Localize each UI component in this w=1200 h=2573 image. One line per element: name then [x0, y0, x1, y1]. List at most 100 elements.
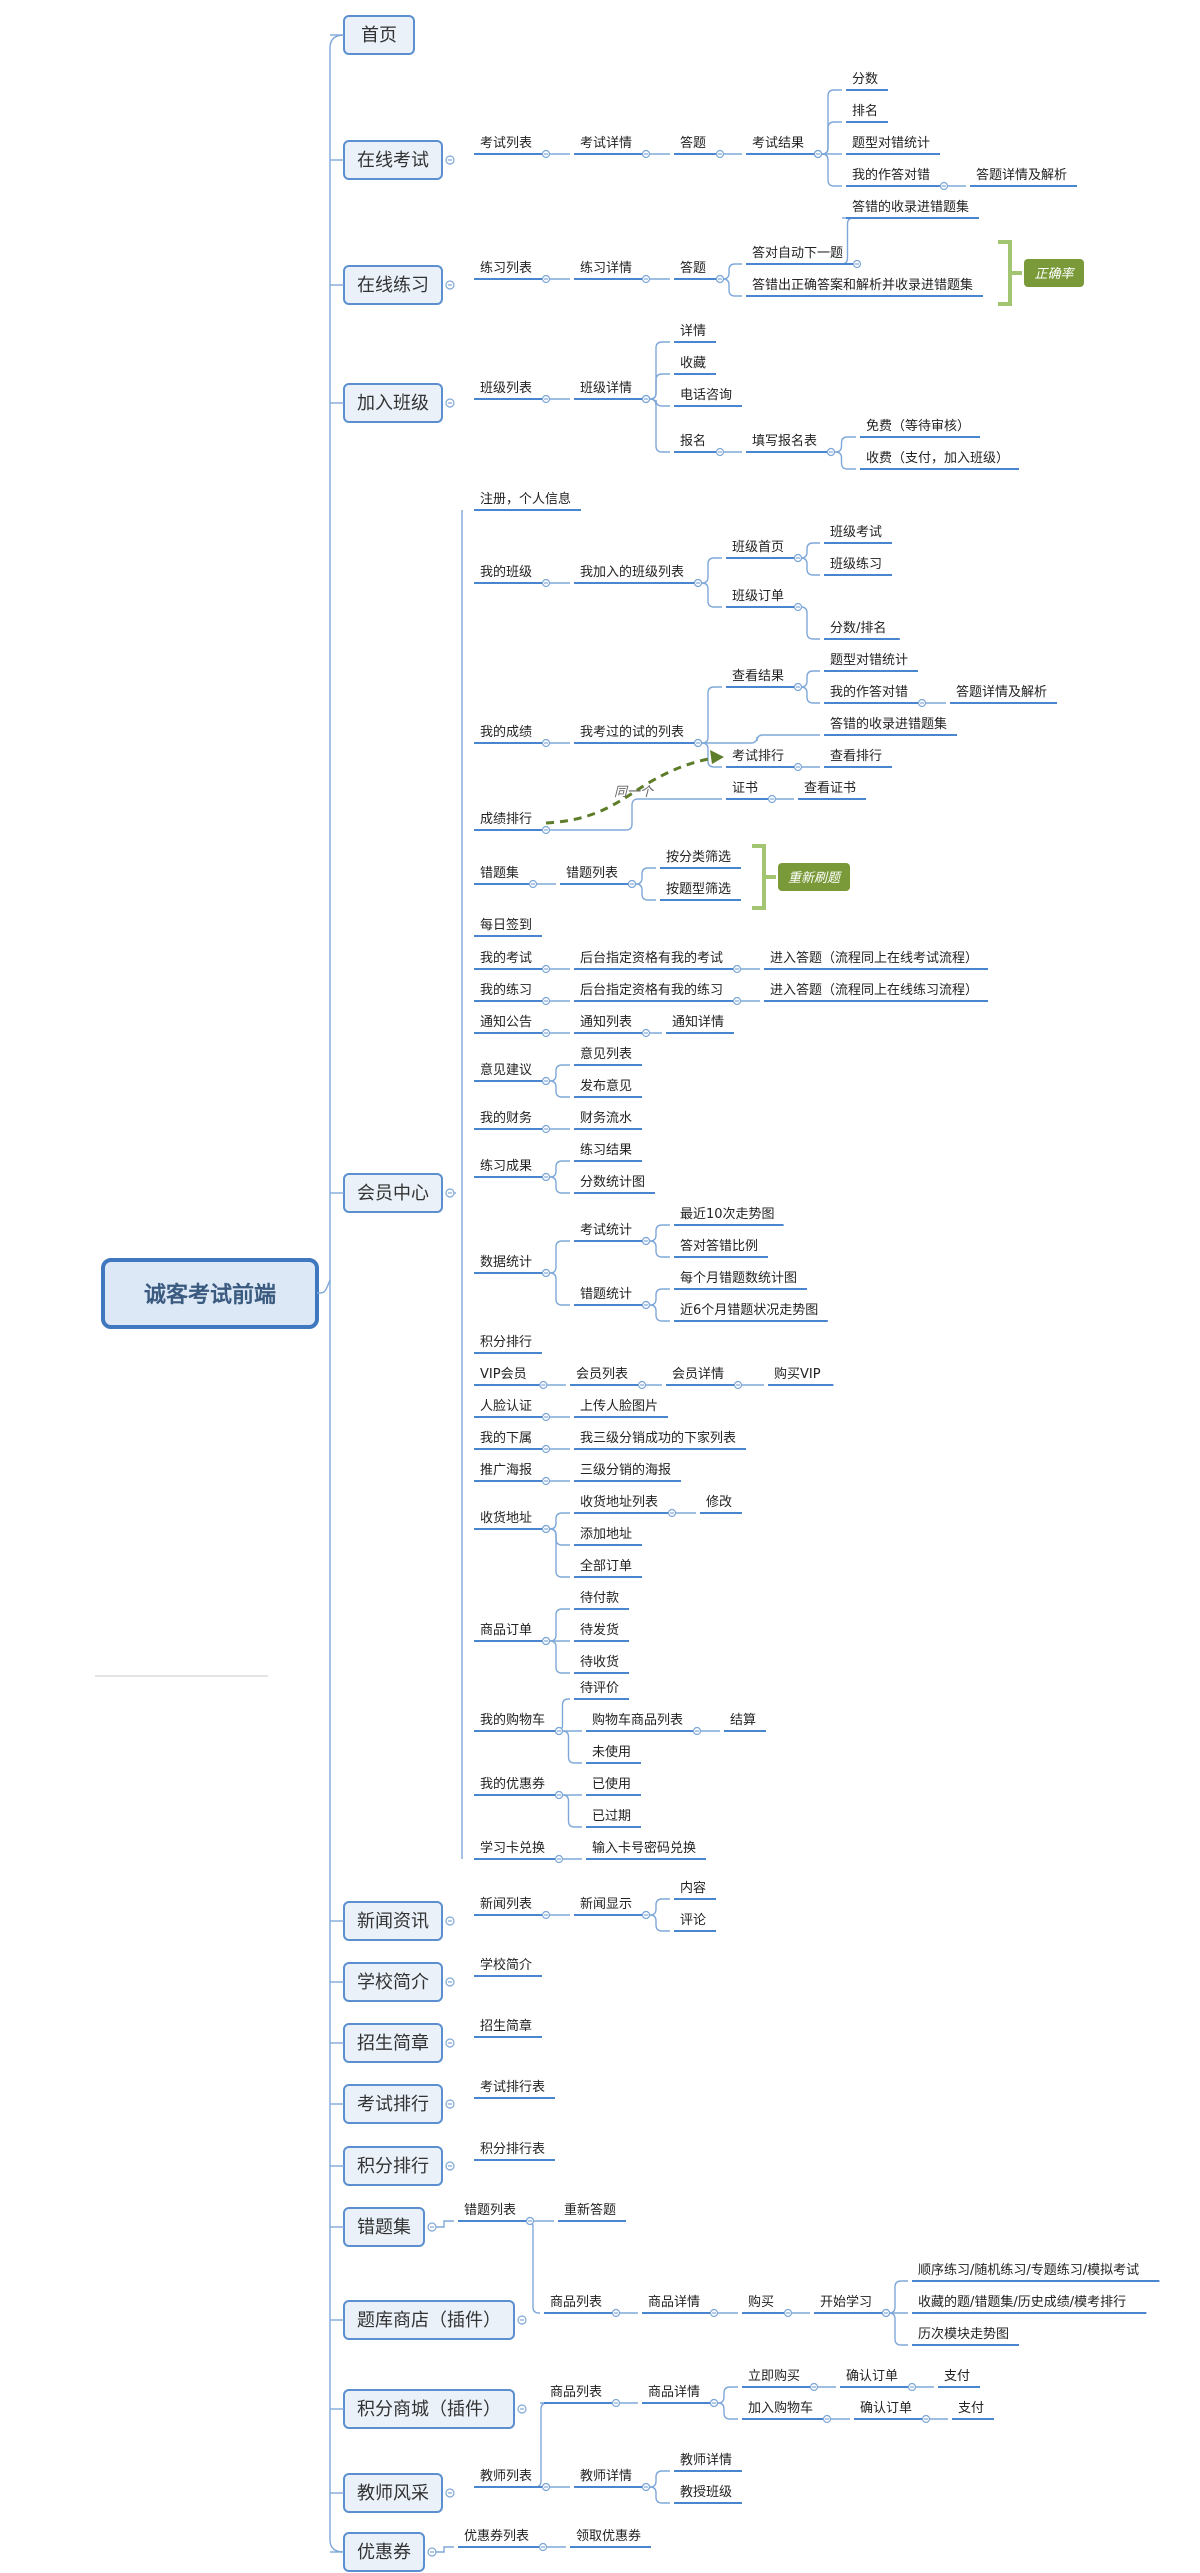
collapse-toggle-icon[interactable]: [641, 1236, 651, 1246]
mindmap-node[interactable]: 我的练习: [480, 982, 532, 998]
mindmap-node[interactable]: 新闻列表: [480, 1896, 532, 1912]
mindmap-node[interactable]: 填写报名表: [752, 433, 817, 449]
mindmap-node[interactable]: 商品列表: [550, 2385, 602, 2400]
mindmap-node[interactable]: 通知公告: [480, 1014, 532, 1030]
collapse-toggle-icon[interactable]: [709, 2398, 719, 2408]
collapse-toggle-icon[interactable]: [541, 1636, 551, 1646]
collapse-toggle-icon[interactable]: [541, 149, 551, 159]
main-branch-1[interactable]: 在线考试: [343, 140, 443, 180]
main-branch-9[interactable]: 积分排行: [343, 2146, 443, 2186]
mindmap-node[interactable]: 教师详情: [580, 2468, 632, 2484]
collapse-toggle-icon[interactable]: [793, 682, 803, 692]
mindmap-node[interactable]: 立即购买: [748, 2368, 800, 2384]
collapse-toggle-icon[interactable]: [822, 2414, 832, 2424]
mindmap-node[interactable]: 未使用: [592, 1744, 631, 1760]
mindmap-node[interactable]: 详情: [680, 324, 706, 339]
mindmap-node[interactable]: 练习列表: [480, 261, 532, 276]
collapse-toggle-icon[interactable]: [709, 2308, 719, 2318]
collapse-toggle-icon[interactable]: [541, 996, 551, 1006]
mindmap-node[interactable]: 后台指定资格有我的考试: [580, 950, 723, 966]
mindmap-node[interactable]: 确认订单: [846, 2369, 898, 2384]
collapse-toggle-icon[interactable]: [793, 602, 803, 612]
mindmap-node[interactable]: 教师详情: [680, 2452, 732, 2468]
mindmap-node[interactable]: 评论: [680, 1913, 706, 1928]
collapse-toggle-icon[interactable]: [732, 964, 742, 974]
mindmap-node[interactable]: 添加地址: [580, 1527, 632, 1542]
collapse-toggle-icon[interactable]: [541, 1412, 551, 1422]
main-branch-6[interactable]: 学校简介: [343, 1962, 443, 2002]
collapse-toggle-icon[interactable]: [517, 2404, 527, 2414]
mindmap-node[interactable]: 输入卡号密码兑换: [592, 1840, 696, 1856]
mindmap-node[interactable]: 收藏: [680, 356, 706, 371]
collapse-toggle-icon[interactable]: [693, 578, 703, 588]
mindmap-node[interactable]: 收费（支付，加入班级）: [866, 451, 1009, 466]
mindmap-node[interactable]: 考试排行表: [480, 2080, 545, 2095]
mindmap-node[interactable]: 答题: [680, 135, 706, 151]
mindmap-node[interactable]: 已过期: [592, 1809, 631, 1824]
mindmap-node[interactable]: 错题列表: [464, 2203, 516, 2218]
collapse-toggle-icon[interactable]: [541, 964, 551, 974]
mindmap-node[interactable]: 错题统计: [580, 1287, 632, 1302]
mindmap-node[interactable]: 历次模块走势图: [918, 2326, 1009, 2342]
mindmap-node[interactable]: 通知列表: [580, 1014, 632, 1030]
mindmap-node[interactable]: 考试结果: [752, 136, 804, 151]
mindmap-node[interactable]: 购物车商品列表: [592, 1712, 683, 1728]
mindmap-node[interactable]: 顺序练习/随机练习/专题练习/模拟考试: [918, 2263, 1139, 2278]
mindmap-node[interactable]: 我加入的班级列表: [580, 564, 684, 580]
mindmap-node[interactable]: 班级考试: [830, 525, 882, 540]
collapse-toggle-icon[interactable]: [445, 1188, 455, 1198]
mindmap-node[interactable]: 免费（等待审核）: [866, 418, 970, 434]
mindmap-node[interactable]: 练习结果: [580, 1143, 632, 1158]
mindmap-node[interactable]: 考试详情: [580, 136, 632, 151]
mindmap-node[interactable]: 进入答题（流程同上在线考试流程）: [770, 950, 978, 966]
collapse-toggle-icon[interactable]: [809, 2382, 819, 2392]
mindmap-node[interactable]: 数据统计: [480, 1255, 532, 1270]
mindmap-node[interactable]: 班级详情: [580, 381, 632, 396]
mindmap-node[interactable]: 答错的收录进错题集: [830, 716, 947, 732]
collapse-toggle-icon[interactable]: [715, 447, 725, 457]
collapse-toggle-icon[interactable]: [611, 2308, 621, 2318]
mindmap-node[interactable]: 确认订单: [860, 2401, 912, 2416]
collapse-toggle-icon[interactable]: [445, 280, 455, 290]
mindmap-node[interactable]: 通知详情: [672, 1014, 724, 1030]
collapse-toggle-icon[interactable]: [541, 1124, 551, 1134]
mindmap-node[interactable]: 答对自动下一题: [752, 245, 843, 261]
mindmap-node[interactable]: 推广海报: [480, 1463, 532, 1478]
mindmap-node[interactable]: 意见列表: [580, 1046, 632, 1062]
collapse-toggle-icon[interactable]: [767, 794, 777, 804]
collapse-toggle-icon[interactable]: [541, 1444, 551, 1454]
mindmap-node[interactable]: 积分排行表: [480, 2142, 545, 2157]
mindmap-node[interactable]: 支付: [944, 2369, 970, 2384]
collapse-toggle-icon[interactable]: [813, 149, 823, 159]
mindmap-node[interactable]: 查看结果: [732, 668, 784, 684]
mindmap-node[interactable]: 我的作答对错: [852, 167, 930, 183]
mindmap-node[interactable]: 学习卡兑换: [480, 1840, 545, 1856]
main-branch-0[interactable]: 首页: [343, 15, 415, 55]
collapse-toggle-icon[interactable]: [541, 1268, 551, 1278]
mindmap-node[interactable]: 收货地址: [480, 1510, 532, 1526]
mindmap-node[interactable]: 修改: [706, 1495, 732, 1510]
collapse-toggle-icon[interactable]: [541, 578, 551, 588]
mindmap-node[interactable]: 排名: [852, 103, 878, 119]
mindmap-node[interactable]: 已使用: [592, 1776, 631, 1792]
collapse-toggle-icon[interactable]: [692, 1726, 702, 1736]
mindmap-node[interactable]: 优惠券列表: [464, 2528, 529, 2544]
mindmap-node[interactable]: 新闻显示: [580, 1896, 632, 1912]
collapse-toggle-icon[interactable]: [427, 2222, 437, 2232]
mindmap-node[interactable]: 答题详情及解析: [976, 167, 1067, 183]
collapse-toggle-icon[interactable]: [517, 2315, 527, 2325]
main-branch-7[interactable]: 招生简章: [343, 2023, 443, 2063]
mindmap-node[interactable]: 领取优惠券: [576, 2528, 641, 2544]
mindmap-node[interactable]: 我考过的试的列表: [580, 724, 684, 740]
mindmap-node[interactable]: 三级分销的海报: [580, 1462, 671, 1478]
mindmap-node[interactable]: 错题集: [480, 865, 519, 881]
mindmap-node[interactable]: 最近10次走势图: [680, 1206, 775, 1222]
collapse-toggle-icon[interactable]: [541, 825, 551, 835]
collapse-toggle-icon[interactable]: [611, 2398, 621, 2408]
mindmap-node[interactable]: 后台指定资格有我的练习: [580, 982, 723, 998]
mindmap-node[interactable]: 收货地址列表: [580, 1494, 658, 1510]
mindmap-node[interactable]: 商品列表: [550, 2295, 602, 2310]
collapse-toggle-icon[interactable]: [641, 274, 651, 284]
collapse-toggle-icon[interactable]: [541, 1172, 551, 1182]
mindmap-node[interactable]: 人脸认证: [480, 1399, 532, 1414]
